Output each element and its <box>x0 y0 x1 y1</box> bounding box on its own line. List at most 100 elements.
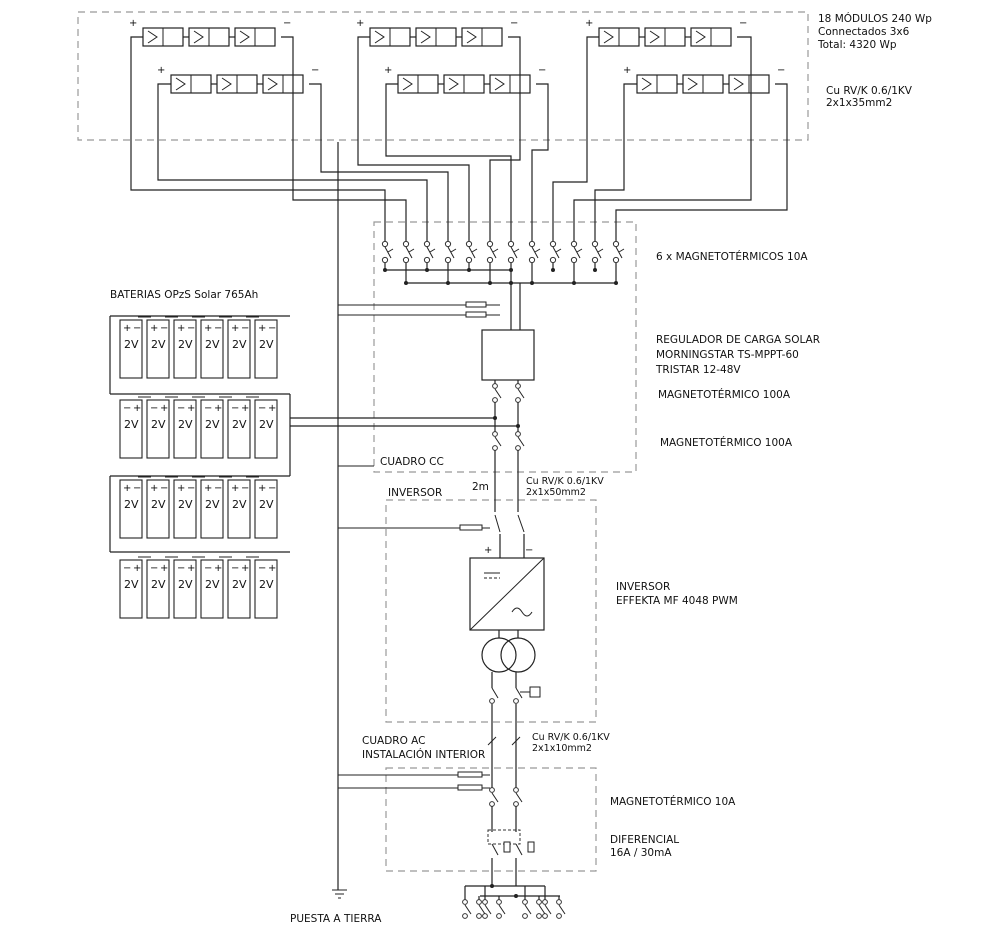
breaker-contact <box>447 246 455 259</box>
string-cable <box>531 83 549 244</box>
breaker-terminal <box>612 256 620 264</box>
battery-bank: +−2V+−2V+−2V+−2V+−2V+−2V−+2V−+2V−+2V−+2V… <box>109 315 291 619</box>
battery-cell <box>254 559 278 619</box>
cell-voltage: 2V <box>259 498 274 511</box>
pv-module-arrow <box>687 77 698 91</box>
cell-terminal-sign: + <box>214 403 222 414</box>
dc-board-enclosure <box>373 221 637 473</box>
breaker-terminal <box>423 256 431 264</box>
cell-terminal-sign: − <box>133 483 141 494</box>
pe-fuse <box>457 771 483 778</box>
cell-terminal-sign: − <box>231 403 239 414</box>
cell-terminal-sign: − <box>258 403 266 414</box>
ac-board-enclosure <box>385 767 597 872</box>
breaker-100a-terminal <box>492 431 498 437</box>
diff-coil <box>503 841 511 853</box>
pv-modules: +−+−+−+−+−+− <box>129 18 785 94</box>
cell-terminal-sign: + <box>187 563 195 574</box>
dc-breakers-label: 6 x MAGNETOTÉRMICOS 10A <box>656 250 808 263</box>
battery-cell <box>200 319 224 379</box>
breaker-terminal <box>570 240 578 248</box>
ac-board-label: CUADRO AC INSTALACIÓN INTERIOR <box>362 735 485 761</box>
breaker-contact <box>524 904 532 915</box>
breaker-contact <box>544 904 552 915</box>
ac-switch <box>515 687 523 699</box>
breaker-terminal <box>528 256 536 264</box>
cell-voltage: 2V <box>232 578 247 591</box>
battery-cell <box>200 559 224 619</box>
cell-terminal-sign: − <box>160 323 168 334</box>
cell-terminal-sign: − <box>160 483 168 494</box>
battery-cell <box>119 399 143 459</box>
circuit-breaker-terminal <box>496 913 502 919</box>
cell-terminal-sign: + <box>160 403 168 414</box>
cell-terminal-sign: − <box>231 563 239 574</box>
dc-board-label: CUADRO CC <box>380 456 444 468</box>
breaker-terminal <box>507 256 515 264</box>
cell-terminal-sign: − <box>214 323 222 334</box>
cell-voltage: 2V <box>151 338 166 351</box>
breaker-10a-terminal <box>489 801 495 807</box>
breaker-terminal <box>612 240 620 248</box>
module-plus: + <box>623 65 631 76</box>
breaker-terminal <box>381 240 389 248</box>
cell-voltage: 2V <box>259 578 274 591</box>
breaker-contact <box>510 246 518 259</box>
circuit-breaker-terminal <box>462 913 468 919</box>
cell-voltage: 2V <box>151 498 166 511</box>
charge-regulator-box <box>481 329 535 381</box>
breaker-contact <box>594 246 602 259</box>
battery-cell <box>227 399 251 459</box>
breaker-trip <box>576 248 583 253</box>
breaker-100a-terminal <box>492 397 498 403</box>
cell-voltage: 2V <box>178 498 193 511</box>
breaker-contact <box>517 436 525 447</box>
battery-cell <box>254 399 278 459</box>
cell-terminal-sign: + <box>160 563 168 574</box>
svg-text:Cu RV/K 0.6/1KV: Cu RV/K 0.6/1KV <box>826 85 913 97</box>
cell-terminal-sign: − <box>268 483 276 494</box>
string-cable <box>357 36 470 244</box>
breaker-terminal <box>444 256 452 264</box>
inverter-enclosure-label: INVERSOR <box>388 487 442 499</box>
svg-text:INSTALACIÓN INTERIOR: INSTALACIÓN INTERIOR <box>362 748 485 761</box>
string-cable <box>552 36 599 244</box>
diff-contact <box>515 843 523 856</box>
pe-fuse <box>457 784 483 791</box>
breaker-trip <box>534 248 541 253</box>
circuit-breaker-terminal <box>522 913 528 919</box>
ac-switch <box>491 687 499 699</box>
cell-terminal-sign: + <box>177 323 185 334</box>
battery-cell <box>146 559 170 619</box>
svg-text:2x1x35mm2: 2x1x35mm2 <box>826 97 892 109</box>
circuit-breaker-terminal <box>556 899 562 905</box>
module-plus: + <box>585 18 593 29</box>
cell-voltage: 2V <box>205 338 220 351</box>
svg-text:16A / 30mA: 16A / 30mA <box>610 847 672 859</box>
diff-contact <box>491 843 499 856</box>
cell-voltage: 2V <box>151 418 166 431</box>
cell-terminal-sign: + <box>231 323 239 334</box>
battery-cell <box>227 479 251 539</box>
control-box <box>529 686 541 698</box>
pe-fuse <box>465 301 487 308</box>
breaker-100a-terminal <box>515 445 521 451</box>
cell-terminal-sign: − <box>123 563 131 574</box>
pv-module-arrow <box>603 30 614 44</box>
svg-text:DIFERENCIAL: DIFERENCIAL <box>610 834 679 846</box>
pv-module-arrow <box>448 77 459 91</box>
breaker-terminal <box>570 256 578 264</box>
cell-terminal-sign: + <box>204 483 212 494</box>
module-plus: + <box>356 18 364 29</box>
cell-terminal-sign: − <box>187 483 195 494</box>
breaker-terminal <box>507 240 515 248</box>
circuit-breaker-terminal <box>482 913 488 919</box>
breaker-trip <box>492 248 499 253</box>
pv-array-enclosure <box>77 11 809 141</box>
breaker-contact <box>491 792 499 803</box>
cell-terminal-sign: + <box>150 483 158 494</box>
breaker-10a-terminal <box>513 787 519 793</box>
breaker-contact <box>489 246 497 259</box>
svg-text:CUADRO AC: CUADRO AC <box>362 735 426 747</box>
cell-voltage: 2V <box>178 418 193 431</box>
